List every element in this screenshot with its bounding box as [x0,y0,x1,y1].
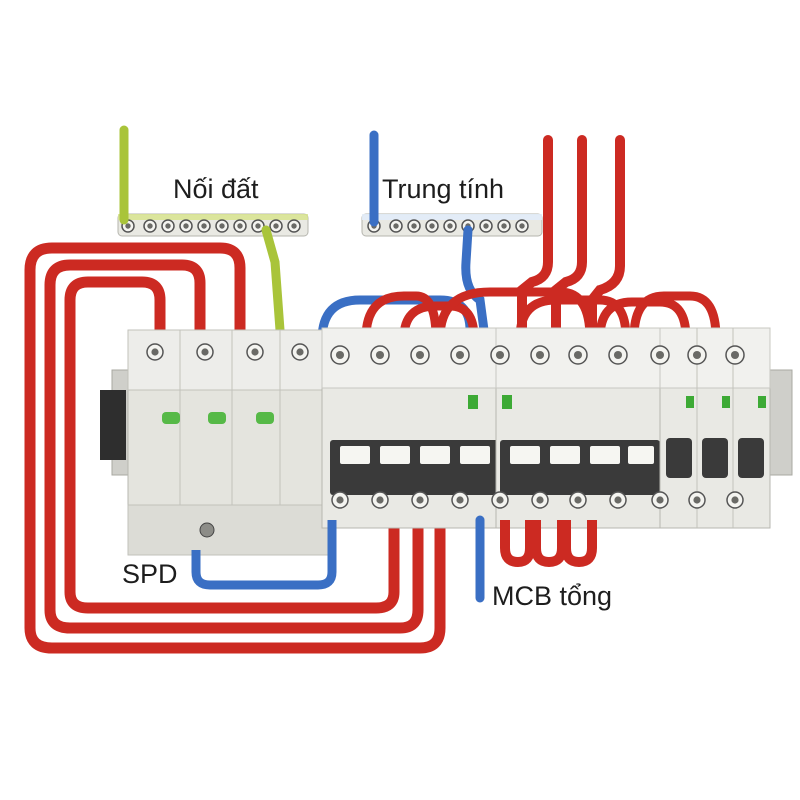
terminal-screw-icon [151,348,159,356]
terminal-screw-icon [393,223,399,229]
din-rail-clip [100,390,126,460]
terminal-screw-icon [376,496,384,504]
brand-logo-icon [686,396,766,408]
terminal-screw-icon [335,350,345,360]
spd-status-indicator-icon [162,412,274,424]
spd-neutral-wire [191,520,337,590]
terminal-screw-icon [251,348,259,356]
terminal-screw-icon [573,350,583,360]
breaker-toggle-icon [666,438,764,478]
terminal-screw-icon [336,496,344,504]
terminal-screw-row [331,491,744,509]
terminal-screw-icon [730,350,740,360]
terminal-screw-icon [201,223,207,229]
terminal-screw-icon [656,496,664,504]
breaker-toggle-icon [330,440,500,495]
terminal-screw-icon [183,223,189,229]
terminal-screw-icon [501,223,507,229]
mcb-neutral-wire [461,225,489,335]
terminal-screw-icon [416,496,424,504]
terminal-screw-icon [455,350,465,360]
terminal-screw-row [367,219,529,233]
terminal-screw-icon [693,496,701,504]
earth-busbar [117,213,309,237]
terminal-screw-icon [375,350,385,360]
terminal-screw-row [146,343,309,361]
terminal-screw-icon [237,223,243,229]
terminal-screw-icon [536,496,544,504]
terminal-screw-icon [429,223,435,229]
terminal-screw-icon [411,223,417,229]
brand-logo-icon [502,395,512,409]
phase-supply-wires [517,135,625,343]
main-mcb-label: MCB tổng [492,581,613,611]
terminal-screw-icon [219,223,225,229]
terminal-screw-icon [496,496,504,504]
terminal-screw-icon [125,223,131,229]
terminal-screw-icon [447,223,453,229]
terminal-screw-icon [415,350,425,360]
neutral-busbar [361,213,543,237]
spd-module [127,329,329,556]
terminal-screw-icon [483,223,489,229]
terminal-screw-icon [273,223,279,229]
terminal-screw-row [121,219,301,233]
terminal-screw-icon [165,223,171,229]
spd-label: SPD [122,559,178,589]
terminal-screw-icon [296,348,304,356]
terminal-screw-icon [731,496,739,504]
terminal-screw-icon [519,223,525,229]
branch-mcb-1pole-group [659,327,771,529]
terminal-screw-icon [614,496,622,504]
terminal-screw-icon [692,350,702,360]
mcb-top-links [361,287,721,343]
terminal-screw-icon [574,496,582,504]
terminal-screw-icon [199,522,215,538]
terminal-screw-icon [495,350,505,360]
spd-earth-wire [261,225,285,335]
terminal-screw-row [330,345,745,365]
main-mcb-module [321,327,503,529]
earth-busbar-label: Nối đất [173,174,259,204]
spd-phase-loops [24,242,446,654]
terminal-screw-icon [291,223,297,229]
brand-logo-icon [468,395,478,409]
mcb-outgoing-loops [500,520,597,568]
terminal-screw-icon [535,350,545,360]
terminal-screw-icon [613,350,623,360]
terminal-screw-icon [255,223,261,229]
terminal-screw-icon [456,496,464,504]
terminal-screw-icon [147,223,153,229]
terminal-screw-icon [655,350,665,360]
neutral-busbar-label: Trung tính [382,174,505,204]
terminal-screw-icon [201,348,209,356]
